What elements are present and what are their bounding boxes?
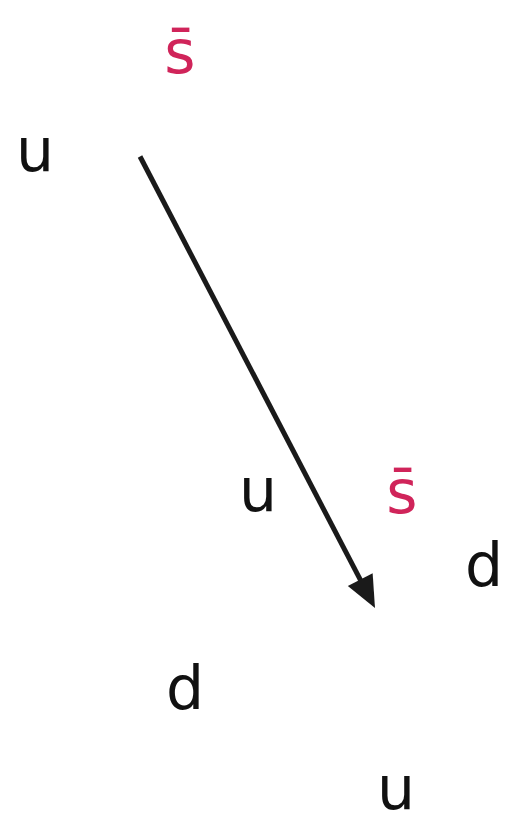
quark-dot (80, 96, 102, 118)
arrow-head (348, 573, 375, 608)
meson-outline (68, 55, 148, 135)
quark-dot (273, 638, 311, 676)
quark-label: s̄ (164, 22, 195, 82)
meson-node: s̄u (66, 53, 150, 137)
pentaquark-node: us̄ddu (232, 533, 497, 750)
node-shape (66, 53, 150, 137)
quark-label: d (166, 658, 204, 718)
quark-dot (299, 573, 337, 611)
quark-label: s̄ (386, 462, 417, 522)
quark-label: d (465, 535, 503, 595)
quark-label: u (16, 120, 54, 180)
node-shape (232, 533, 497, 750)
quark-dot (388, 608, 426, 646)
arrow-connector (140, 157, 375, 608)
quark-label: u (377, 758, 415, 818)
quark-label: u (239, 460, 277, 520)
pentaquark-outline (201, 499, 509, 784)
quark-dot (366, 673, 404, 711)
quark-dot (112, 72, 134, 94)
quark-dot (333, 622, 371, 660)
arrow-line (140, 157, 362, 584)
